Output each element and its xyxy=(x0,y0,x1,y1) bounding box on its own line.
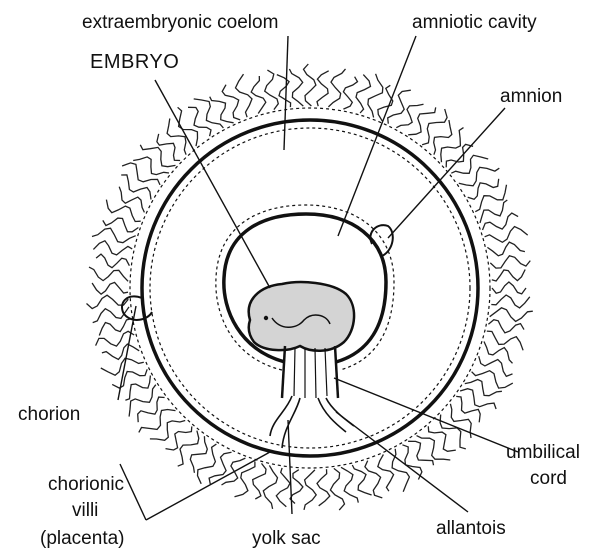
chorionic-villus xyxy=(194,99,224,128)
chorionic-villus xyxy=(304,64,316,106)
chorionic-villus xyxy=(451,155,488,173)
label-umbilical-cord-line1: umbilical xyxy=(506,442,580,463)
chorionic-villus xyxy=(89,267,128,281)
chorionic-villus xyxy=(317,71,329,106)
label-chorionic-villi-line1: chorionic xyxy=(48,474,124,495)
chorionic-villus xyxy=(167,119,186,155)
chorionic-villus xyxy=(352,465,371,495)
chorionic-villus xyxy=(92,228,136,243)
chorionic-villus xyxy=(492,270,525,282)
chorionic-villus xyxy=(365,461,382,498)
umbilical-cord xyxy=(282,346,338,398)
chorionic-villus xyxy=(276,468,290,507)
chorionic-villus xyxy=(236,74,253,117)
chorionic-villus xyxy=(106,200,140,222)
label-umbilical-cord-line2: cord xyxy=(530,468,567,489)
chorionic-villus xyxy=(459,167,500,186)
label-chorion: chorion xyxy=(18,404,80,425)
label-allantois: allantois xyxy=(436,518,506,539)
chorionic-villus xyxy=(488,320,524,333)
chorionic-villus xyxy=(102,344,139,359)
chorionic-villus xyxy=(101,358,144,375)
label-yolk-sac: yolk sac xyxy=(252,528,321,549)
chorionic-villus xyxy=(235,462,255,497)
chorionic-villus xyxy=(491,295,530,308)
chorion-bulge xyxy=(122,296,152,320)
chorionic-villus xyxy=(330,468,344,510)
chorionic-villus xyxy=(378,455,394,492)
allantois xyxy=(318,398,354,432)
label-chorionic-villi-line3: (placenta) xyxy=(40,528,125,549)
chorionic-villus xyxy=(265,70,279,110)
chorionic-villus xyxy=(480,200,507,223)
chorionic-villus xyxy=(96,254,129,268)
chorionic-villus xyxy=(460,389,496,409)
chorionic-villus xyxy=(277,75,291,108)
chorionic-villus xyxy=(121,175,151,200)
chorionic-villus xyxy=(492,282,526,294)
chorionic-villus xyxy=(139,410,176,433)
chorionic-villus xyxy=(178,431,199,467)
chorionic-villus xyxy=(490,308,533,322)
chorionic-villus xyxy=(251,76,266,114)
chorionic-villus xyxy=(317,469,330,506)
chorionic-villus xyxy=(485,227,528,243)
embryo-spot xyxy=(264,316,268,320)
chorionic-villus xyxy=(434,120,452,155)
chorionic-villus xyxy=(388,90,411,124)
label-embryo: EMBRYO xyxy=(90,51,179,73)
chorionic-villus xyxy=(343,77,357,109)
label-amniotic-cavity: amniotic cavity xyxy=(412,12,537,33)
label-chorionic-villi-line2: villi xyxy=(72,500,98,521)
chorionic-villus xyxy=(150,421,185,441)
chorionic-villus xyxy=(356,75,371,113)
chorionic-villus xyxy=(475,185,506,212)
yolk-sac xyxy=(270,396,300,448)
chorionic-villus xyxy=(210,97,234,123)
chorionic-villus xyxy=(103,218,139,232)
chorionic-villus xyxy=(341,467,358,502)
chorionic-villus xyxy=(490,256,530,268)
chorionic-villus xyxy=(368,74,383,118)
chorionic-villus xyxy=(456,396,480,422)
chorionic-villus xyxy=(487,242,525,256)
chorionic-villus xyxy=(328,69,345,107)
label-amnion: amnion xyxy=(500,86,562,107)
chorionic-villus xyxy=(93,241,132,255)
chorionic-villus xyxy=(112,369,147,388)
chorionic-villus xyxy=(140,145,175,167)
chorionic-villus xyxy=(408,441,433,465)
label-extraembryonic-coelom: extraembryonic coelom xyxy=(82,12,278,33)
chorionic-villus xyxy=(166,426,192,450)
chorionic-villus xyxy=(125,376,150,401)
chorionic-villus xyxy=(428,426,456,451)
chorionic-villus xyxy=(92,282,128,294)
chorionic-villus xyxy=(304,470,316,510)
chorionic-villus xyxy=(289,69,303,106)
